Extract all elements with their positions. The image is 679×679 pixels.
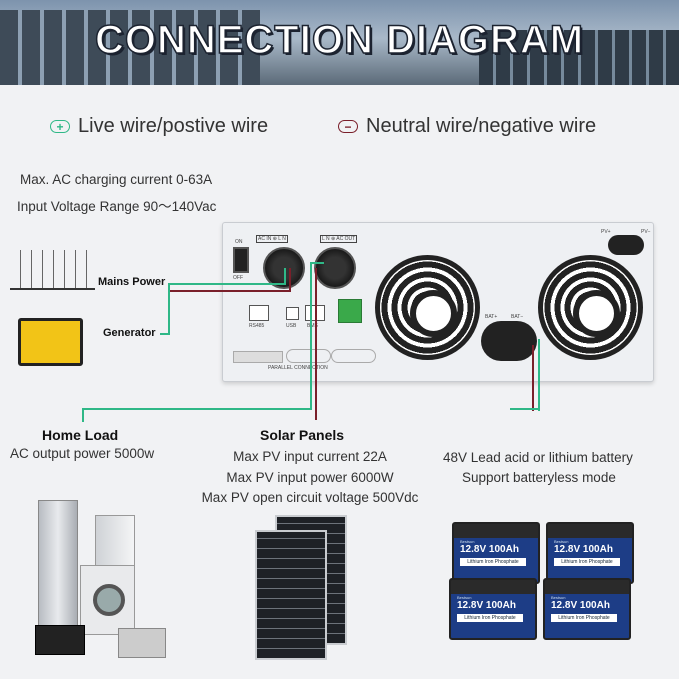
solar-title: Solar Panels [260, 427, 345, 443]
ac-out-port [314, 247, 356, 289]
power-switch[interactable] [233, 247, 249, 273]
solar-spec-current: Max PV input current 22A [233, 449, 387, 464]
cooling-fan-right [538, 255, 643, 360]
home-load-spec: AC output power 5000w [10, 446, 155, 461]
bms-label: BMS [307, 323, 318, 329]
power-grid-illustration [10, 250, 95, 290]
dry-contact-terminal [338, 299, 362, 323]
generator-wire-end [160, 333, 170, 335]
generator-live-wire [168, 283, 170, 333]
oven-illustration [118, 628, 166, 658]
battery-spec: 48V Lead acid or lithium battery [443, 450, 633, 465]
mains-power-label: Mains Power [98, 276, 166, 288]
rs485-port [249, 305, 269, 321]
home-load-wire [82, 408, 312, 410]
mains-neutral-wire [168, 290, 290, 292]
mains-live-wire-up [284, 268, 286, 285]
mains-live-wire [168, 283, 286, 285]
cooling-fan-left [375, 255, 480, 360]
pv-neg-label: PV− [641, 229, 651, 235]
parallel-connection-label: PARALLEL CONNECTION [268, 365, 328, 371]
batteryless-mode-note: Support batteryless mode [462, 470, 616, 485]
parallel-port-3 [331, 349, 376, 363]
battery-wire-base [510, 408, 540, 410]
battery-port [481, 321, 537, 361]
input-voltage-spec: Input Voltage Range 90～140Vac [17, 199, 217, 214]
plus-pill-icon: + [50, 120, 70, 133]
solar-panel-front [255, 530, 327, 660]
ac-in-label: AC IN ⊕ L N [256, 235, 288, 243]
house-photo [0, 10, 260, 85]
solar-neutral-wire [315, 380, 317, 420]
legend-live-label: Live wire/postive wire [78, 115, 269, 137]
mains-neutral-wire-up [289, 268, 291, 292]
rs485-label: RS485 [249, 323, 265, 329]
legend-neutral: − Neutral wire/negative wire [338, 115, 596, 138]
pv-pos-label: PV+ [601, 229, 611, 235]
solar-spec-power: Max PV input power 6000W [226, 470, 394, 485]
generator-label: Generator [103, 327, 156, 339]
load-neutral-wire [315, 268, 317, 410]
battery-neutral-wire [532, 345, 534, 411]
battery-live-wire [538, 339, 540, 411]
generator-illustration [18, 318, 83, 366]
load-arrow-wire [310, 262, 324, 264]
inverter-rear-panel: ON OFF AC IN ⊕ L N L N ⊕ AC OUT RS485 US… [222, 222, 654, 382]
pv-port [608, 235, 644, 255]
bat-neg-label: BAT− [511, 314, 524, 320]
legend-neutral-label: Neutral wire/negative wire [366, 115, 597, 137]
page-title: CONNECTION DIAGRAM [94, 17, 585, 63]
home-load-drop [82, 408, 84, 422]
minus-pill-icon: − [338, 120, 358, 133]
usb-port [286, 307, 299, 320]
usb-label: USB [286, 323, 297, 329]
washing-machine-illustration [80, 565, 135, 635]
switch-on-label: ON [235, 239, 243, 245]
solar-roof-photo [479, 30, 679, 85]
microwave-illustration [35, 625, 85, 655]
legend-live: + Live wire/postive wire [50, 115, 268, 138]
header-banner: CONNECTION DIAGRAM [0, 0, 679, 85]
parallel-port-2 [286, 349, 331, 363]
parallel-port-1 [233, 351, 283, 363]
bat-pos-label: BAT+ [485, 314, 498, 320]
solar-spec-voltage: Max PV open circuit voltage 500Vdc [201, 490, 419, 505]
switch-off-label: OFF [233, 275, 243, 281]
ac-charging-spec: Max. AC charging current 0-63A [20, 172, 213, 187]
load-live-wire [310, 262, 312, 410]
home-load-title: Home Load [42, 427, 119, 443]
ac-out-label: L N ⊕ AC OUT [320, 235, 358, 243]
